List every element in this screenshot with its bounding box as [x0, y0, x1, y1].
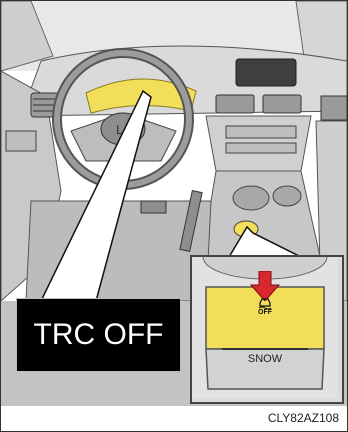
snow-button-label: SNOW	[192, 353, 338, 365]
trc-off-text: TRC OFF	[34, 318, 164, 352]
car-skid-icon	[258, 297, 272, 309]
figure-code: CLY82AZ108	[268, 411, 339, 425]
trc-off-indicator: TRC OFF	[16, 298, 181, 372]
off-label: OFF	[192, 309, 338, 316]
switch-inset: OFF SNOW	[190, 255, 344, 404]
